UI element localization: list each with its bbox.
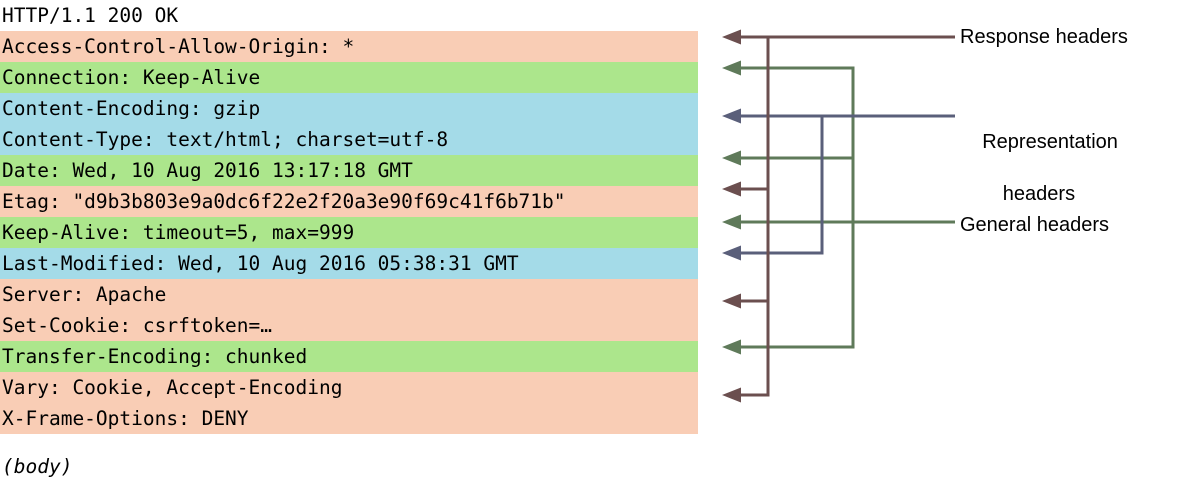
legend-representation-line2: headers [1002, 183, 1076, 205]
body-placeholder: (body) [2, 455, 73, 478]
arrow-head-response [722, 293, 741, 309]
header-row: Keep-Alive: timeout=5, max=999 [0, 217, 698, 248]
arrow-head-representation [722, 108, 741, 124]
header-row: X-Frame-Options: DENY [0, 403, 698, 434]
header-row: Server: Apache [0, 279, 698, 310]
legend-label-representation-headers: Representation headers [960, 103, 1118, 259]
legend-representation-line1: Representation [982, 131, 1118, 153]
arrow-head-general [722, 60, 741, 76]
arrow-head-general [722, 339, 741, 355]
header-row: Etag: "d9b3b803e9a0dc6f22e2f20a3e90f69c4… [0, 186, 698, 217]
arrow-head-response [722, 181, 741, 197]
header-row: Content-Type: text/html; charset=utf-8 [0, 124, 698, 155]
header-row: Transfer-Encoding: chunked [0, 341, 698, 372]
header-row: Date: Wed, 10 Aug 2016 13:17:18 GMT [0, 155, 698, 186]
header-row: Content-Encoding: gzip [0, 93, 698, 124]
arrow-head-general [722, 214, 741, 230]
header-row: Last-Modified: Wed, 10 Aug 2016 05:38:31… [0, 248, 698, 279]
arrow-head-response [722, 387, 741, 403]
status-line: HTTP/1.1 200 OK [0, 0, 698, 31]
arrow-head-response [722, 29, 741, 45]
legend-label-general-headers: General headers [960, 214, 1109, 236]
arrow-head-general [722, 150, 741, 166]
arrow-head-representation [722, 245, 741, 261]
header-row: Set-Cookie: csrftoken=… [0, 310, 698, 341]
header-row: Access-Control-Allow-Origin: * [0, 31, 698, 62]
legend-label-response-headers: Response headers [960, 26, 1128, 48]
header-row: Vary: Cookie, Accept-Encoding [0, 372, 698, 403]
header-row: Connection: Keep-Alive [0, 62, 698, 93]
